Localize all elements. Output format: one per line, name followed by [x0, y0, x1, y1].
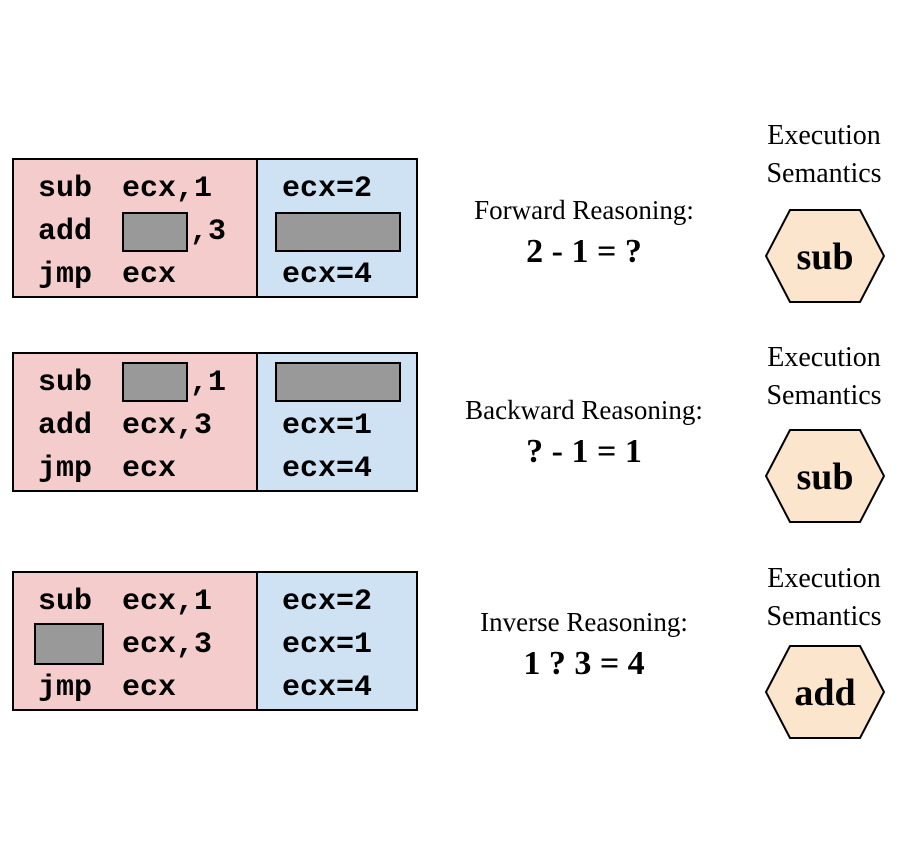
code-box: sub ecx,1 ecx,3 jmp ecx	[12, 571, 256, 711]
masked-operand	[122, 362, 188, 402]
reasoning-equation: 2 - 1 = ?	[526, 233, 642, 270]
semantics-label: Execution	[767, 563, 881, 594]
semantics-label: Execution	[767, 120, 881, 151]
register-state: ecx=2	[282, 172, 373, 206]
reasoning-title: Backward Reasoning:	[465, 395, 703, 425]
code-opcode: sub	[38, 172, 93, 206]
register-state: ecx=4	[282, 452, 373, 486]
register-state: ecx=1	[282, 628, 373, 662]
code-opcode: add	[38, 409, 93, 443]
code-box: sub ,1 add ecx,3 jmp ecx	[12, 352, 256, 492]
masked-opcode	[34, 623, 104, 665]
code-opcode: add	[38, 215, 93, 249]
reasoning-equation: 1 ? 3 = 4	[523, 645, 645, 682]
code-operands: ,1	[190, 366, 227, 400]
hexagon-shape	[764, 209, 886, 303]
code-operands: ecx	[122, 671, 177, 705]
semantics-label: Semantics	[766, 158, 882, 189]
backward-reasoning-panel: sub ,1 add ecx,3 jmp ecx ecx=1 ecx=4 Bac…	[0, 342, 905, 523]
semantics-label: Semantics	[766, 380, 882, 411]
code-operands: ecx	[122, 452, 177, 486]
code-operands: ecx,3	[122, 628, 213, 662]
state-box: ecx=2 ecx=4	[256, 158, 418, 298]
code-opcode: sub	[38, 366, 93, 400]
code-operands: ,3	[190, 215, 227, 249]
masked-operand	[122, 212, 188, 252]
code-opcode: sub	[38, 585, 93, 619]
code-operands: ecx	[122, 258, 177, 292]
register-state: ecx=1	[282, 409, 373, 443]
code-opcode: jmp	[38, 258, 93, 292]
code-operands: ecx,1	[122, 172, 213, 206]
register-state: ecx=4	[282, 671, 373, 705]
register-state: ecx=2	[282, 585, 373, 619]
semantics-label: Execution	[767, 342, 881, 373]
semantics-label: Semantics	[766, 601, 882, 632]
register-state: ecx=4	[282, 258, 373, 292]
code-operands: ecx,1	[122, 585, 213, 619]
hexagon-shape	[764, 645, 886, 739]
state-box: ecx=2 ecx=1 ecx=4	[256, 571, 418, 711]
code-opcode: jmp	[38, 452, 93, 486]
hexagon-shape	[764, 429, 886, 523]
masked-state	[275, 212, 401, 252]
forward-reasoning-panel: sub ecx,1 add ,3 jmp ecx ecx=2 ecx=4 For…	[0, 120, 905, 303]
semantics-op: sub	[796, 236, 854, 278]
code-operands: ecx,3	[122, 409, 213, 443]
semantics-op: add	[794, 672, 856, 714]
inverse-reasoning-panel: sub ecx,1 ecx,3 jmp ecx ecx=2 ecx=1 ecx=…	[0, 562, 905, 739]
code-opcode: jmp	[38, 671, 93, 705]
state-box: ecx=1 ecx=4	[256, 352, 418, 492]
masked-state	[275, 362, 401, 402]
semantics-op: sub	[796, 456, 854, 498]
reasoning-equation: ? - 1 = 1	[526, 433, 642, 470]
reasoning-title: Inverse Reasoning:	[480, 607, 688, 637]
reasoning-title: Forward Reasoning:	[474, 195, 694, 225]
code-box: sub ecx,1 add ,3 jmp ecx	[12, 158, 256, 298]
